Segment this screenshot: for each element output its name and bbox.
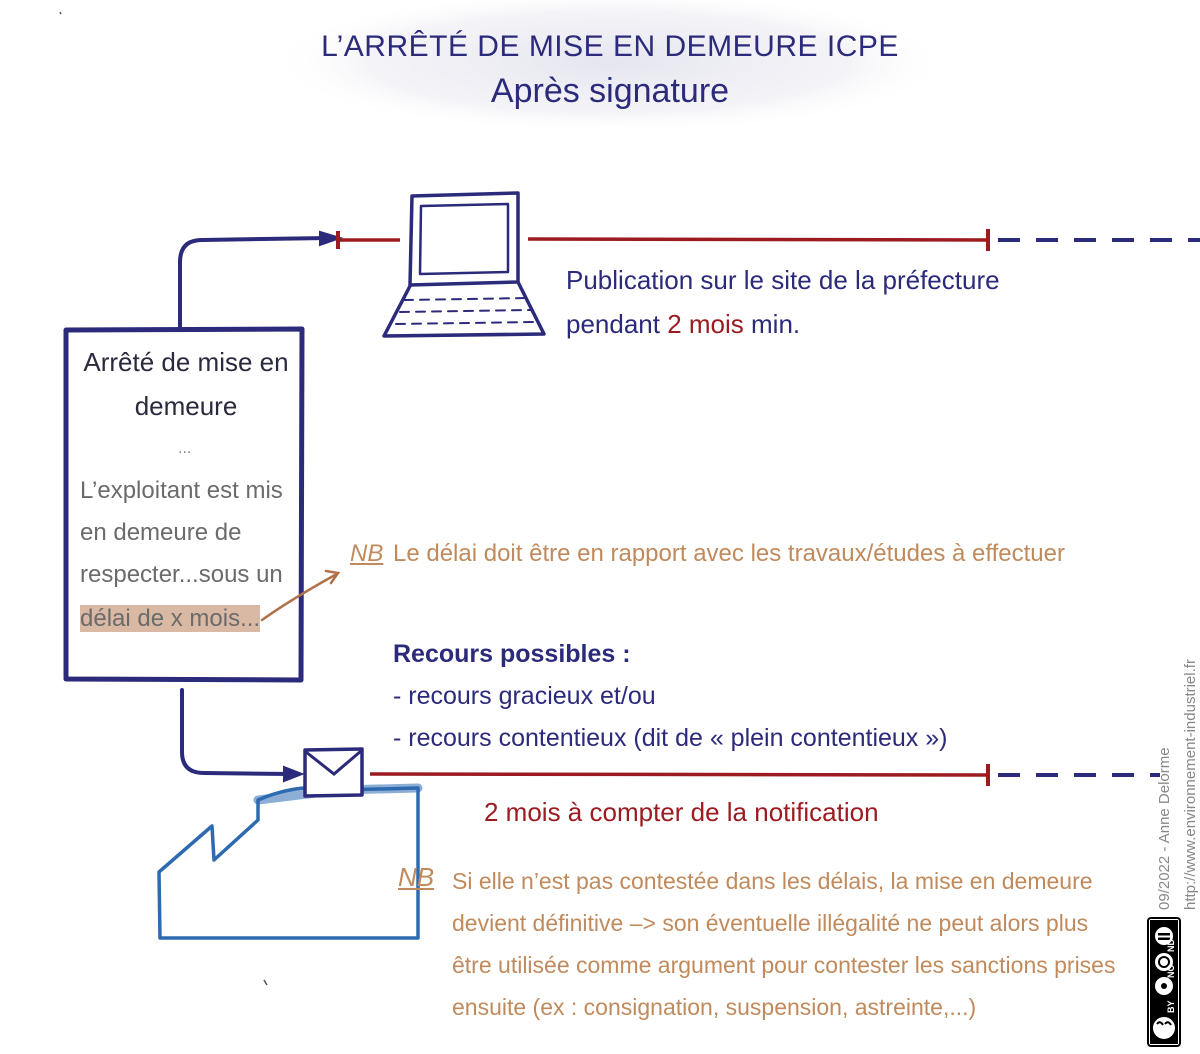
envelope-icon	[303, 747, 364, 798]
publication-timeline	[527, 237, 991, 242]
title-background	[270, 0, 950, 134]
nb-label-delay: NB	[350, 540, 384, 567]
stray-mark	[263, 979, 268, 986]
recours-heading: Recours possibles :	[393, 640, 631, 668]
factory-icon	[157, 783, 423, 940]
recours-item: - recours contentieux (dit de « plein co…	[393, 724, 948, 752]
arrow-to-publication-head	[319, 230, 344, 247]
document-heading: Arrêté de mise en demeure	[83, 347, 289, 421]
publication-line-2: pendant 2 mois min.	[566, 309, 801, 339]
publication-duration: 2 mois	[667, 309, 744, 339]
nb-final-line: ensuite (ex : consignation, suspension, …	[452, 994, 977, 1020]
title-block: L’ARRÊTÉ DE MISE EN DEMEURE ICPE Après s…	[290, 0, 930, 130]
nb-final-line: devient définitive –> son éventuelle ill…	[452, 910, 1089, 936]
publication-line-1: Publication sur le site de la préfecture	[566, 265, 1000, 295]
nb-arrow-head	[324, 569, 341, 585]
document-box	[63, 326, 305, 683]
document-highlighted-delay: délai de x mois...	[80, 605, 261, 632]
page-subtitle: Après signature	[490, 72, 730, 110]
recours-item: - recours gracieux et/ou	[393, 682, 656, 710]
arrow-to-notification	[180, 688, 294, 776]
nb-label-final: NB	[398, 862, 435, 892]
document-line-3: respecter...sous un	[80, 561, 283, 588]
notification-label: 2 mois à compter de la notification	[484, 797, 879, 827]
document-line-2: en demeure de	[80, 519, 242, 546]
license-nd: ND	[1166, 939, 1176, 952]
creative-commons-icon	[1147, 917, 1181, 1047]
arrow-to-notification-head	[283, 765, 305, 783]
nb-final-line: être utilisée comme argument pour contes…	[452, 952, 1116, 978]
nb-final-line: Si elle n’est pas contestée dans les dél…	[452, 868, 1093, 894]
license-nc: NC	[1166, 965, 1176, 978]
page-title: L’ARRÊTÉ DE MISE EN DEMEURE ICPE	[321, 30, 899, 63]
website-credit: http://www.environnement-industriel.fr	[1182, 659, 1199, 910]
stray-mark	[59, 11, 62, 15]
arrow-to-publication	[178, 236, 330, 332]
laptop-icon	[382, 191, 546, 338]
nb-delay-note: Le délai doit être en rapport avec les t…	[393, 540, 1065, 567]
author-credit: 09/2022 - Anne Delorme	[1156, 747, 1173, 910]
document-line-1: L’exploitant est mis	[80, 477, 283, 504]
license-by: BY	[1166, 1000, 1176, 1013]
nb-arrow	[260, 573, 337, 622]
notification-timeline	[369, 772, 991, 777]
nb-final-note: Si elle n’est pas contestée dans les dél…	[452, 860, 1115, 1028]
document-ellipsis: ...	[178, 440, 192, 457]
